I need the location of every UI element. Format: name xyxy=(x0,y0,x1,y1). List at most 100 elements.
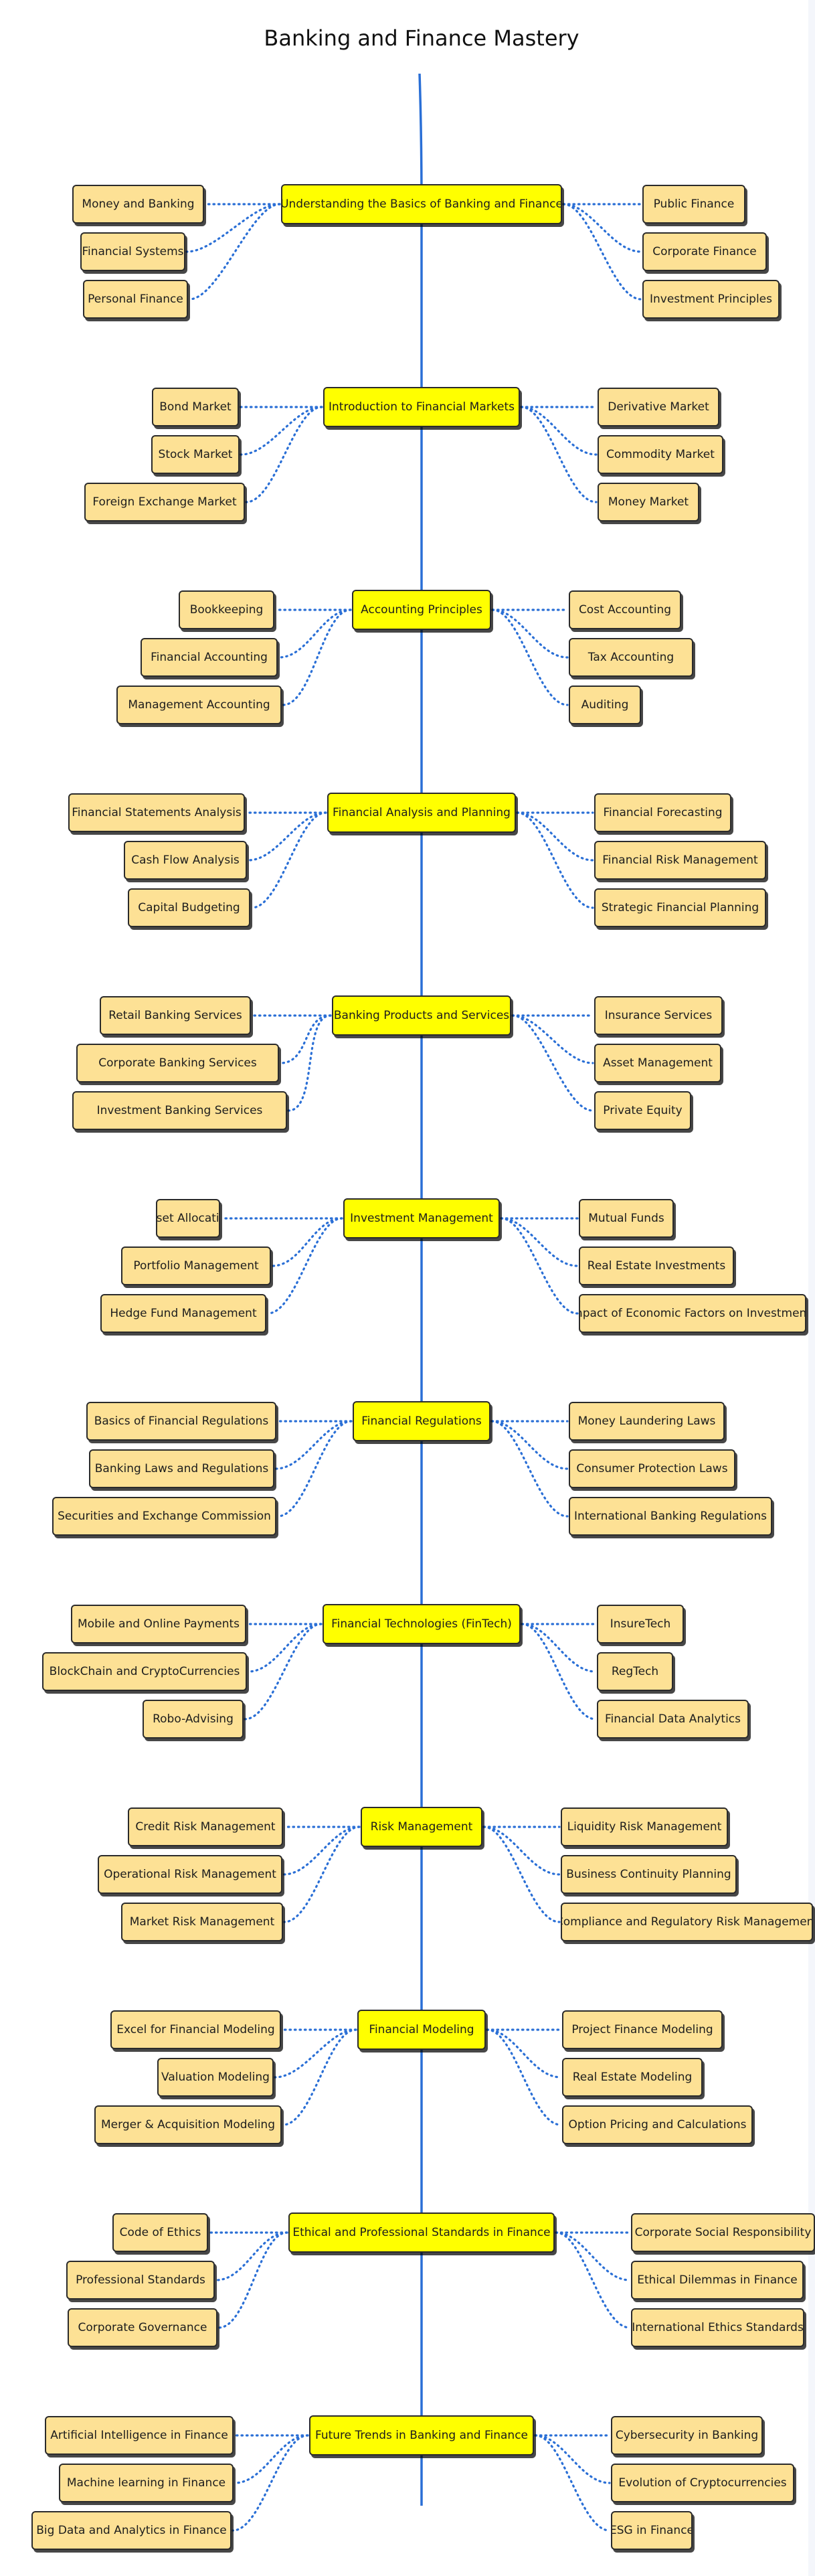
leaf-cash-flow-analysis[interactable]: Cash Flow Analysis xyxy=(124,841,247,880)
topic-introduction-to-financial-markets[interactable]: Introduction to Financial Markets xyxy=(323,387,520,427)
leaf-stock-market[interactable]: Stock Market xyxy=(151,435,240,474)
leaf-cybersecurity-in-banking[interactable]: Cybersecurity in Banking xyxy=(611,2416,763,2455)
leaf-money-and-banking[interactable]: Money and Banking xyxy=(72,185,204,224)
topic-financial-modeling[interactable]: Financial Modeling xyxy=(357,2010,486,2050)
topic-risk-management[interactable]: Risk Management xyxy=(361,1807,482,1847)
leaf-asset-management[interactable]: Asset Management xyxy=(594,1044,721,1082)
leaf-capital-budgeting[interactable]: Capital Budgeting xyxy=(128,888,250,927)
leaf-private-equity[interactable]: Private Equity xyxy=(594,1091,691,1130)
topic-investment-management[interactable]: Investment Management xyxy=(343,1198,500,1238)
leaf-management-accounting[interactable]: Management Accounting xyxy=(116,686,282,724)
leaf-international-banking-regulations[interactable]: International Banking Regulations xyxy=(569,1497,772,1536)
leaf-hedge-fund-management[interactable]: Hedge Fund Management xyxy=(100,1294,266,1333)
leaf-public-finance[interactable]: Public Finance xyxy=(642,185,745,224)
leaf-derivative-market[interactable]: Derivative Market xyxy=(598,388,719,426)
leaf-artificial-intelligence-in-finance[interactable]: Artificial Intelligence in Finance xyxy=(45,2416,234,2455)
leaf-ethical-dilemmas-in-finance[interactable]: Ethical Dilemmas in Finance xyxy=(631,2261,804,2300)
leaf-compliance-and-regulatory-risk-management[interactable]: Compliance and Regulatory Risk Managemen… xyxy=(561,1903,813,1941)
leaf-financial-data-analytics[interactable]: Financial Data Analytics xyxy=(597,1700,749,1739)
connector-right xyxy=(490,1420,569,1470)
leaf-banking-laws-and-regulations[interactable]: Banking Laws and Regulations xyxy=(89,1449,274,1488)
connector-right xyxy=(482,1826,561,1876)
leaf-cost-accounting[interactable]: Cost Accounting xyxy=(569,590,681,629)
leaf-code-of-ethics[interactable]: Code of Ethics xyxy=(112,2213,208,2252)
leaf-mutual-funds[interactable]: Mutual Funds xyxy=(579,1199,674,1238)
leaf-real-estate-modeling[interactable]: Real Estate Modeling xyxy=(562,2058,703,2097)
leaf-liquidity-risk-management[interactable]: Liquidity Risk Management xyxy=(561,1807,728,1846)
connector-right xyxy=(534,2434,611,2484)
leaf-consumer-protection-laws[interactable]: Consumer Protection Laws xyxy=(569,1449,735,1488)
leaf-foreign-exchange-market[interactable]: Foreign Exchange Market xyxy=(84,483,245,521)
leaf-credit-risk-management[interactable]: Credit Risk Management xyxy=(128,1807,283,1846)
connector-left xyxy=(188,203,281,301)
leaf-option-pricing-and-calculations[interactable]: Option Pricing and Calculations xyxy=(562,2105,753,2144)
topic-financial-analysis-and-planning[interactable]: Financial Analysis and Planning xyxy=(327,793,516,833)
connector-left xyxy=(282,1826,361,1876)
leaf-money-laundering-laws[interactable]: Money Laundering Laws xyxy=(569,1402,725,1441)
connector-left xyxy=(217,2231,288,2329)
leaf-esg-in-finance[interactable]: ESG in Finance xyxy=(611,2511,693,2550)
leaf-real-estate-investments[interactable]: Real Estate Investments xyxy=(579,1246,734,1285)
topic-financial-technologies-fintech[interactable]: Financial Technologies (FinTech) xyxy=(323,1604,521,1644)
topic-ethical-and-professional-standards-in-finance[interactable]: Ethical and Professional Standards in Fi… xyxy=(288,2212,555,2253)
scrollbar-track[interactable] xyxy=(808,0,815,2576)
leaf-blockchain-and-cryptocurrencies[interactable]: BlockChain and CryptoCurrencies xyxy=(42,1652,247,1691)
leaf-mobile-and-online-payments[interactable]: Mobile and Online Payments xyxy=(71,1605,246,1643)
leaf-financial-risk-management[interactable]: Financial Risk Management xyxy=(594,841,766,880)
leaf-basics-of-financial-regulations[interactable]: Basics of Financial Regulations xyxy=(86,1402,276,1441)
connector-left xyxy=(271,1217,343,1267)
leaf-evolution-of-cryptocurrencies[interactable]: Evolution of Cryptocurrencies xyxy=(611,2464,794,2502)
topic-financial-regulations[interactable]: Financial Regulations xyxy=(353,1401,490,1441)
leaf-bond-market[interactable]: Bond Market xyxy=(152,388,239,426)
leaf-big-data-and-analytics-in-finance[interactable]: Big Data and Analytics in Finance xyxy=(31,2511,232,2550)
leaf-financial-forecasting[interactable]: Financial Forecasting xyxy=(594,793,731,832)
leaf-corporate-governance[interactable]: Corporate Governance xyxy=(68,2308,217,2347)
leaf-personal-finance[interactable]: Personal Finance xyxy=(83,280,188,319)
connector-left xyxy=(250,811,327,909)
leaf-machine-learning-in-finance[interactable]: Machine learning in Finance xyxy=(59,2464,234,2502)
leaf-commodity-market[interactable]: Commodity Market xyxy=(598,435,723,474)
leaf-corporate-banking-services[interactable]: Corporate Banking Services xyxy=(76,1044,279,1082)
connector-right xyxy=(555,2231,631,2329)
leaf-insuretech[interactable]: InsureTech xyxy=(597,1605,684,1643)
leaf-merger-and-acquisition-modeling[interactable]: Merger & Acquisition Modeling xyxy=(94,2105,282,2144)
leaf-international-ethics-standards[interactable]: International Ethics Standards xyxy=(631,2308,804,2347)
connector-right xyxy=(521,1623,597,1720)
leaf-bookkeeping[interactable]: Bookkeeping xyxy=(179,590,274,629)
leaf-insurance-services[interactable]: Insurance Services xyxy=(594,996,723,1035)
leaf-valuation-modeling[interactable]: Valuation Modeling xyxy=(157,2058,274,2097)
leaf-portfolio-management[interactable]: Portfolio Management xyxy=(121,1246,271,1285)
leaf-tax-accounting[interactable]: Tax Accounting xyxy=(569,638,693,677)
leaf-market-risk-management[interactable]: Market Risk Management xyxy=(121,1903,283,1941)
topic-accounting-principles[interactable]: Accounting Principles xyxy=(352,590,491,630)
connector-left xyxy=(247,1623,323,1673)
connector-right xyxy=(511,1014,594,1112)
leaf-financial-accounting[interactable]: Financial Accounting xyxy=(141,638,278,677)
leaf-strategic-financial-planning[interactable]: Strategic Financial Planning xyxy=(594,888,766,927)
leaf-asset-allocation[interactable]: Asset Allocation xyxy=(156,1199,220,1238)
topic-banking-products-and-services[interactable]: Banking Products and Services xyxy=(332,995,511,1036)
leaf-impact-of-economic-factors-on-investments[interactable]: Impact of Economic Factors on Investment… xyxy=(579,1294,806,1333)
leaf-investment-banking-services[interactable]: Investment Banking Services xyxy=(72,1091,287,1130)
leaf-business-continuity-planning[interactable]: Business Continuity Planning xyxy=(561,1855,737,1894)
leaf-regtech[interactable]: RegTech xyxy=(597,1652,673,1691)
leaf-corporate-finance[interactable]: Corporate Finance xyxy=(642,232,767,271)
leaf-financial-systems[interactable]: Financial Systems xyxy=(80,232,185,271)
leaf-securities-and-exchange-commission[interactable]: Securities and Exchange Commission xyxy=(52,1497,276,1536)
connector-left xyxy=(232,2434,309,2532)
leaf-professional-standards[interactable]: Professional Standards xyxy=(66,2261,215,2300)
leaf-investment-principles[interactable]: Investment Principles xyxy=(642,280,780,319)
topic-understanding-the-basics-of-banking-and-finance[interactable]: Understanding the Basics of Banking and … xyxy=(281,184,562,224)
leaf-corporate-social-responsibility[interactable]: Corporate Social Responsibility xyxy=(631,2213,815,2252)
leaf-retail-banking-services[interactable]: Retail Banking Services xyxy=(100,996,251,1035)
connector-right xyxy=(490,1420,569,1518)
leaf-excel-for-financial-modeling[interactable]: Excel for Financial Modeling xyxy=(110,2010,281,2049)
leaf-project-finance-modeling[interactable]: Project Finance Modeling xyxy=(562,2010,723,2049)
topic-future-trends-in-banking-and-finance[interactable]: Future Trends in Banking and Finance xyxy=(309,2415,534,2456)
leaf-operational-risk-management[interactable]: Operational Risk Management xyxy=(98,1855,282,1894)
connector-right xyxy=(486,2028,562,2126)
leaf-auditing[interactable]: Auditing xyxy=(569,686,641,724)
leaf-financial-statements-analysis[interactable]: Financial Statements Analysis xyxy=(68,793,245,832)
leaf-robo-advising[interactable]: Robo-Advising xyxy=(143,1700,244,1739)
leaf-money-market[interactable]: Money Market xyxy=(598,483,699,521)
